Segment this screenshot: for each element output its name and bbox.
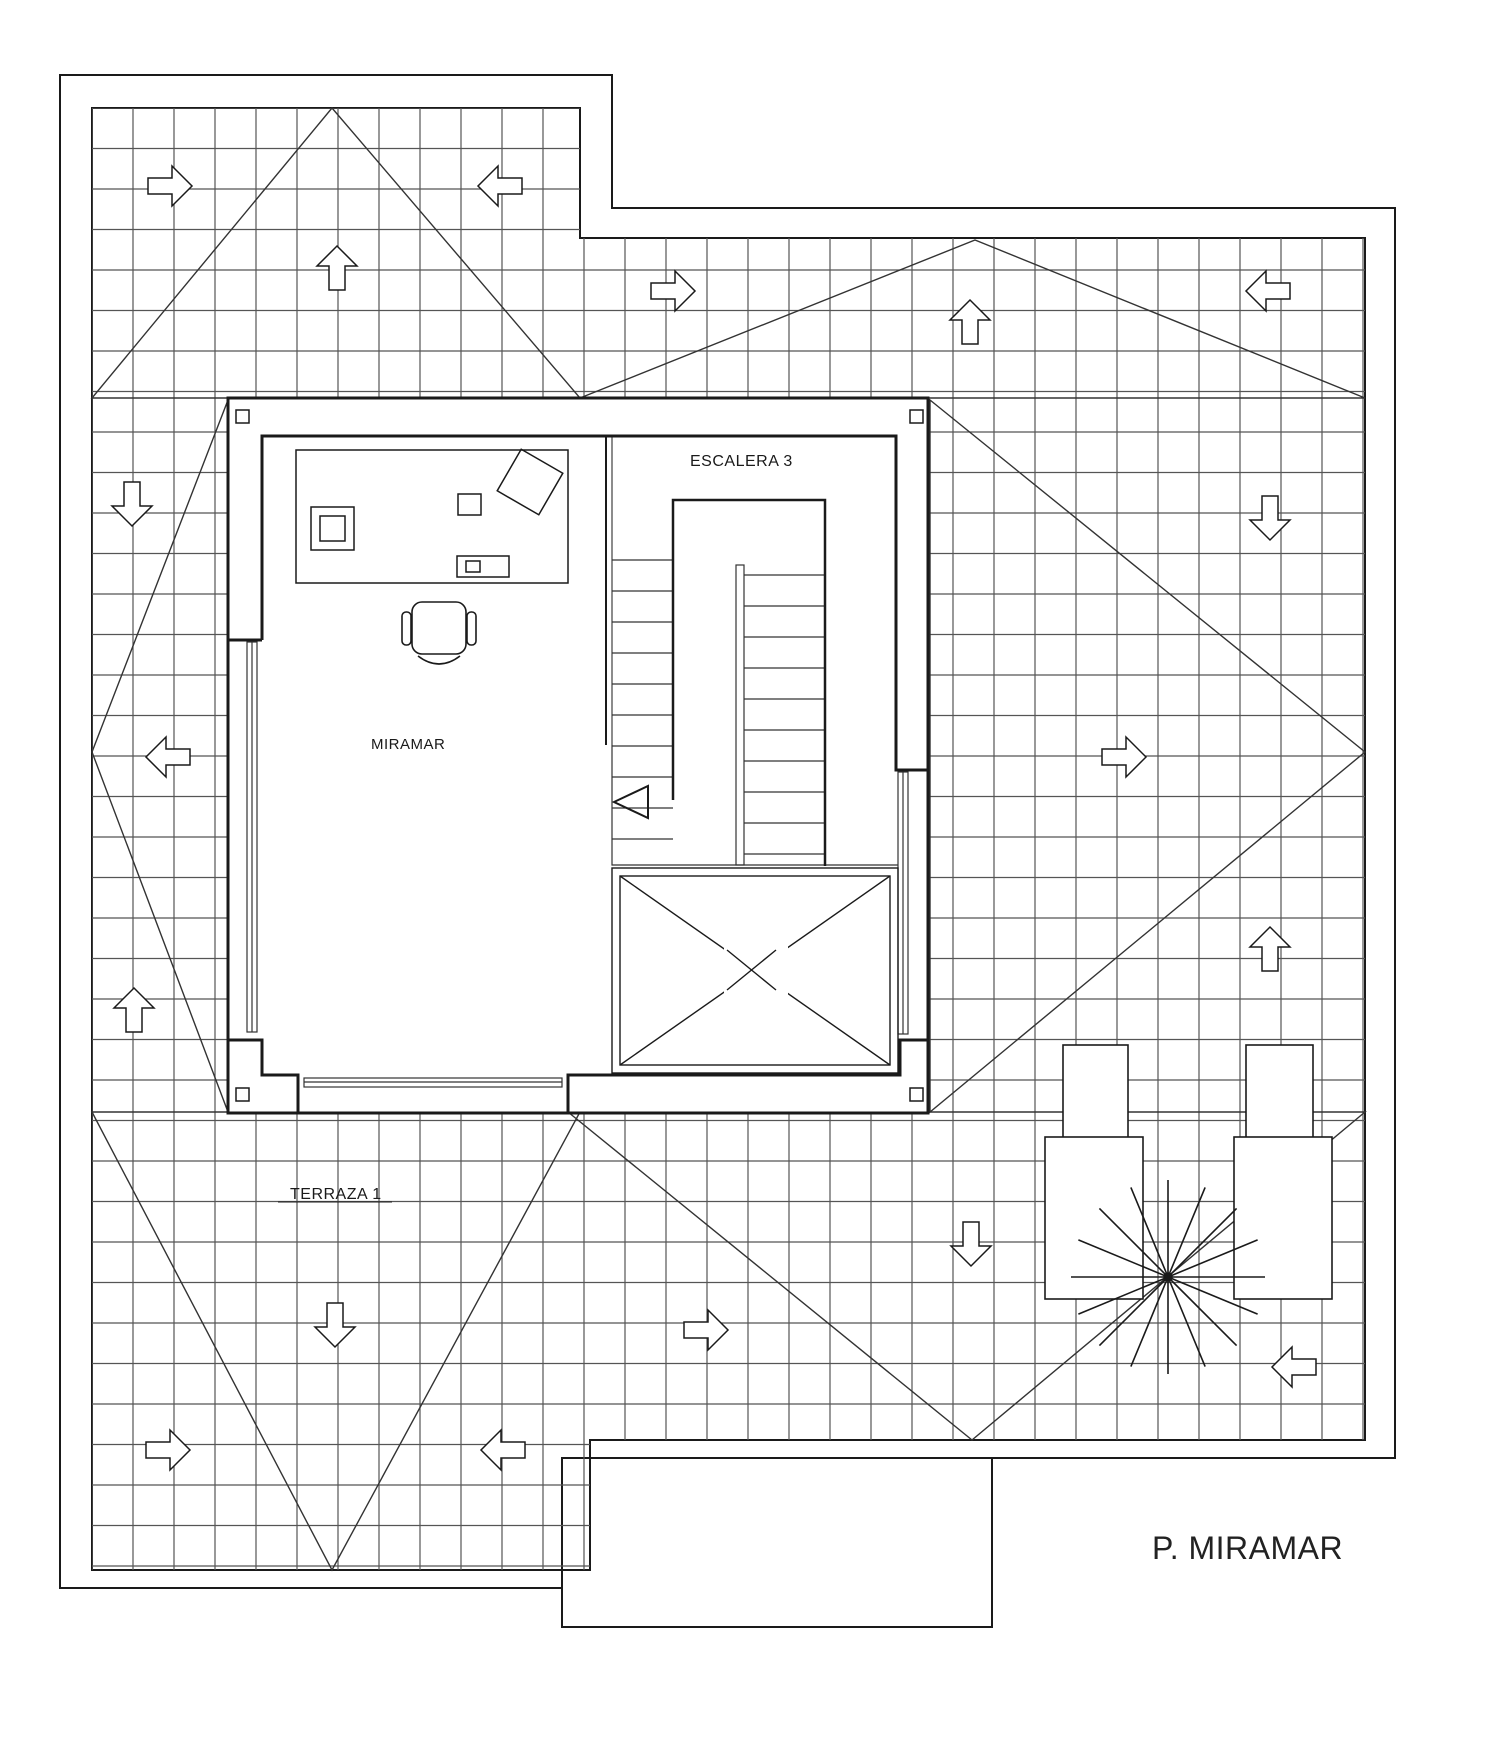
- arrow-icon: [144, 735, 191, 779]
- stair-rail: [735, 564, 745, 866]
- arrow-icon: [683, 1308, 730, 1352]
- arrow-icon: [1248, 495, 1292, 542]
- spiral-step: [1167, 1276, 1258, 1315]
- shaft-center: [724, 945, 788, 997]
- arrow-icon: [110, 481, 154, 528]
- elevator-shaft-icon: [611, 867, 899, 1074]
- core-south-wall: [566, 1038, 928, 1113]
- inner-parapet-outline: [91, 107, 1366, 1571]
- phone: [457, 493, 482, 516]
- chair-arm-right: [466, 611, 477, 646]
- arrow-icon: [145, 1428, 192, 1472]
- arrow-icon: [479, 1428, 526, 1472]
- core-walls: [226, 396, 930, 1115]
- desk-furniture: [295, 448, 569, 584]
- spiral-step: [1167, 1207, 1238, 1278]
- shaft-inner: [619, 875, 891, 1066]
- plan-title: P. MIRAMAR: [1152, 1530, 1344, 1566]
- monitor-inner: [319, 515, 346, 542]
- spiral-step: [1167, 1187, 1206, 1278]
- arrow-icon: [112, 986, 156, 1033]
- column-ne: [909, 409, 924, 424]
- spiral-step: [1098, 1207, 1169, 1278]
- spiral-step: [1167, 1276, 1206, 1367]
- arrow-icon: [315, 244, 359, 291]
- shaft-outer: [611, 867, 899, 1074]
- arrow-icon: [476, 164, 523, 208]
- room-label-terrace: TERRAZA 1: [290, 1186, 382, 1203]
- stair-direction-arrow: [611, 784, 649, 820]
- roof-fixtures: [1044, 1044, 1333, 1374]
- chair-icon: [401, 601, 477, 665]
- spiral-step: [1078, 1239, 1169, 1278]
- stair-arrow-path: [671, 498, 827, 866]
- slope-top-right: [579, 239, 1366, 399]
- stair-treads: [612, 559, 825, 855]
- spiral-step: [1167, 1239, 1258, 1278]
- chimney-base-right: [1233, 1136, 1333, 1300]
- book: [496, 448, 564, 516]
- column-se: [909, 1087, 924, 1102]
- spiral-step: [1130, 1276, 1169, 1367]
- arrow-icon: [949, 1221, 993, 1268]
- arrow-icon: [1270, 1345, 1317, 1389]
- chair-back: [417, 655, 461, 665]
- core-inner-wall: [228, 434, 928, 772]
- arrow-icon: [147, 164, 194, 208]
- core-mask: [228, 398, 928, 1113]
- column-sw: [235, 1087, 250, 1102]
- slope-right: [929, 398, 1367, 1114]
- drainage-arrows: [110, 164, 1317, 1472]
- shaft-x-2: [726, 949, 777, 991]
- corner-columns: [235, 409, 924, 1102]
- spiral-step: [1130, 1187, 1169, 1278]
- lower-annex: [561, 1457, 993, 1628]
- arrow-icon: [948, 298, 992, 345]
- stair-outline: [611, 745, 898, 866]
- arrow-icon: [1101, 735, 1148, 779]
- arrow-icon: [313, 1302, 357, 1349]
- chimney-base-left: [1044, 1136, 1144, 1300]
- spiral-step: [1098, 1276, 1169, 1347]
- spiral-step: [1078, 1276, 1169, 1315]
- arrow-icon: [1248, 925, 1292, 972]
- room-label-stair: ESCALERA 3: [690, 453, 793, 470]
- spiral-center: [1163, 1272, 1173, 1282]
- spiral-stair-icon: [1071, 1180, 1265, 1374]
- room-label-miramar: MIRAMAR: [371, 736, 445, 753]
- keyboard: [456, 555, 510, 578]
- desk-counter: [295, 449, 569, 584]
- stair-escalera: [611, 498, 898, 866]
- column-nw: [235, 409, 250, 424]
- core-sw-pillar: [228, 1038, 300, 1113]
- arrow-icon: [650, 269, 697, 313]
- spiral-step: [1167, 1276, 1238, 1347]
- chair-arm-left: [401, 611, 412, 646]
- monitor-outer: [310, 506, 355, 551]
- chair-seat: [411, 601, 467, 655]
- core-outer-wall: [226, 396, 930, 1115]
- keyboard-inner: [465, 560, 481, 573]
- arrow-icon: [1244, 269, 1291, 313]
